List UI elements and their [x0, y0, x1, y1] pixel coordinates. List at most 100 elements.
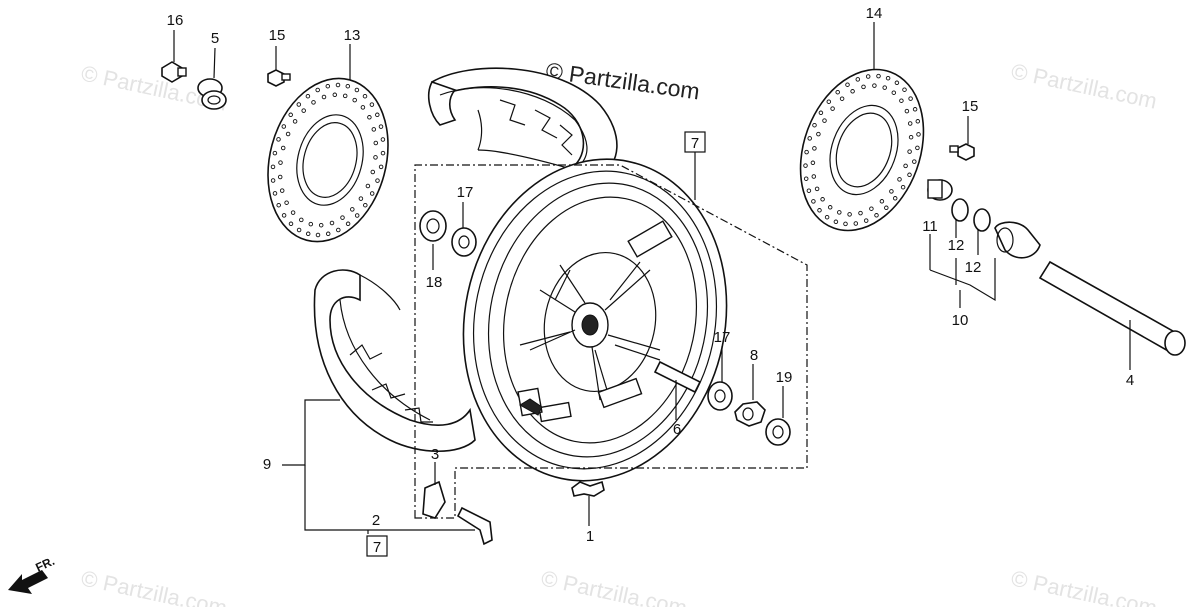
watermark: © Partzilla.com: [1009, 58, 1159, 113]
callout-10: 10: [952, 312, 969, 329]
vent-hole: [363, 202, 368, 208]
vent-hole: [915, 119, 921, 124]
callout-12: 12: [948, 237, 965, 254]
callout-9: 9: [263, 456, 271, 473]
callout-2: 2: [372, 512, 380, 529]
wheel-rim: [462, 158, 728, 482]
front-direction-label: FR.: [33, 554, 56, 575]
callout-7: 7: [373, 539, 381, 556]
valve-2: [456, 506, 493, 546]
vent-hole: [824, 214, 830, 220]
vent-hole: [865, 74, 871, 79]
spacer-11: [927, 179, 953, 201]
vent-hole: [807, 136, 812, 141]
vent-hole: [342, 93, 348, 99]
vent-hole: [281, 124, 287, 129]
vent-hole: [315, 87, 320, 93]
vent-hole: [822, 118, 827, 123]
vent-hole: [272, 191, 278, 196]
bearing-17-left: [451, 227, 477, 257]
front-direction-arrow-icon: [8, 570, 48, 594]
callout-5: 5: [211, 30, 219, 47]
vent-hole: [818, 110, 824, 116]
callout-17: 17: [714, 329, 731, 346]
vent-hole: [354, 87, 360, 93]
vent-hole: [279, 188, 285, 193]
oil-seal-12: [951, 198, 991, 232]
collar-5: [197, 78, 227, 110]
vent-hole: [839, 96, 845, 101]
vent-hole: [350, 207, 355, 212]
vent-hole: [288, 221, 294, 227]
callout-15: 15: [962, 98, 979, 115]
vent-hole: [853, 221, 859, 226]
vent-hole: [301, 108, 306, 113]
vent-hole: [318, 222, 324, 228]
vent-hole: [352, 97, 357, 103]
bolt-15-right: [949, 143, 975, 161]
vent-hole: [373, 140, 379, 146]
vent-hole: [354, 213, 360, 218]
vent-hole: [915, 145, 920, 151]
vent-hole: [321, 94, 327, 100]
gearbox-10: [994, 221, 1041, 259]
tire-lower: [313, 269, 476, 453]
vent-hole: [369, 102, 375, 107]
assembly-lines: [414, 152, 808, 519]
vent-hole: [345, 83, 351, 89]
vent-hole: [907, 121, 913, 126]
vent-hole: [281, 213, 287, 218]
vent-hole: [270, 164, 276, 170]
callout-16: 16: [167, 12, 184, 29]
weight-1: [571, 480, 605, 497]
vent-hole: [325, 83, 331, 89]
vent-hole: [311, 100, 316, 105]
vent-hole: [380, 137, 386, 142]
vent-hole: [889, 189, 894, 194]
vent-hole: [884, 205, 889, 211]
callout-18: 18: [426, 274, 443, 291]
callout-box: [684, 131, 706, 153]
vent-hole: [847, 212, 852, 217]
vent-hole: [284, 200, 289, 205]
vent-hole: [830, 106, 835, 111]
vent-hole: [874, 213, 879, 218]
vent-hole: [820, 197, 825, 202]
weight-3: [422, 480, 446, 519]
watermark: © Partzilla.com: [79, 565, 229, 607]
callout-14: 14: [866, 5, 883, 22]
vent-hole: [912, 159, 917, 164]
callout-4: 4: [1126, 372, 1134, 389]
vent-hole: [285, 131, 291, 137]
vent-hole: [908, 134, 914, 140]
vent-hole: [876, 73, 881, 79]
vent-hole: [277, 174, 283, 180]
vent-hole: [903, 163, 908, 169]
vent-hole: [296, 102, 302, 107]
vent-hole: [806, 188, 812, 193]
bearing-18: [419, 210, 447, 242]
vent-hole: [863, 218, 869, 223]
vent-hole: [308, 221, 314, 227]
vent-hole: [803, 176, 809, 181]
vent-hole: [885, 75, 891, 81]
vent-hole: [335, 82, 341, 88]
vent-hole: [371, 127, 377, 132]
vent-hole: [378, 124, 384, 129]
callout-6: 6: [673, 421, 681, 438]
vent-hole: [280, 145, 286, 151]
tire-upper: [428, 67, 618, 176]
vent-hole: [270, 178, 276, 183]
watermark: © Partzilla.com: [1009, 565, 1159, 607]
vent-hole: [837, 210, 842, 215]
callout-17: 17: [457, 184, 474, 201]
vent-hole: [276, 137, 281, 142]
vent-hole: [827, 205, 833, 210]
vent-hole: [804, 149, 809, 155]
vent-hole: [305, 231, 311, 237]
vent-hole: [904, 108, 910, 114]
vent-hole: [375, 178, 380, 183]
brake-disc-left: [267, 77, 389, 243]
vent-hole: [358, 196, 364, 201]
